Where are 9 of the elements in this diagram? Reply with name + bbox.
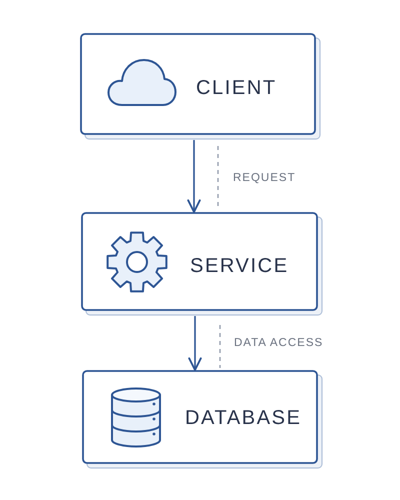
- arrow: [187, 140, 201, 213]
- process-box: [82, 370, 323, 469]
- process-box: [80, 33, 321, 140]
- node-title: DATABASE: [185, 406, 302, 430]
- arrow: [188, 316, 202, 371]
- node-title: CLIENT: [196, 76, 277, 100]
- edge-label: REQUEST: [232, 171, 297, 185]
- node-title: SERVICE: [190, 254, 289, 278]
- process-box: [81, 212, 323, 316]
